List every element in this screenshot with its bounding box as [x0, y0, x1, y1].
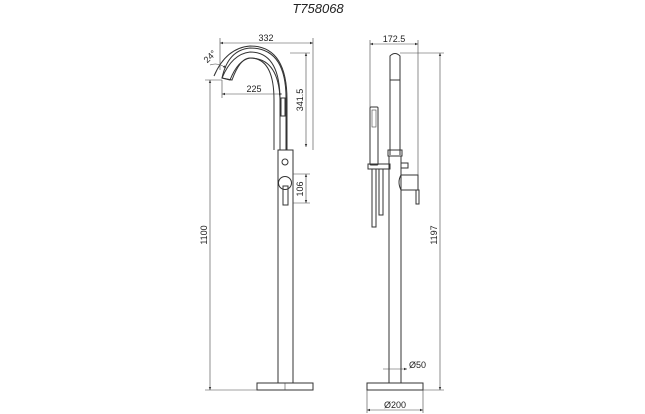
spout [213, 45, 288, 150]
lever-handle [415, 189, 420, 205]
drawing-title: T758068 [292, 1, 344, 16]
dim-width: 332 [258, 33, 273, 43]
dim-lever: 106 [295, 181, 305, 196]
dim-angle: 24° [202, 48, 219, 65]
hose [371, 168, 377, 228]
side-view: 172.5 1197 Ø50 Ø200 [366, 34, 444, 413]
hand-shower [369, 106, 379, 166]
dim-depth: 172.5 [383, 34, 406, 44]
dim-base-diameter: Ø200 [384, 400, 406, 410]
shower-clip [280, 97, 286, 117]
dim-total-height: 1100 [199, 225, 209, 244]
front-view: 332 24° 225 341.5 106 1100 [199, 33, 314, 391]
lever-hub [398, 174, 419, 191]
lever-handle [282, 185, 289, 206]
dim-total-height-side: 1197 [429, 225, 439, 244]
lever-hub [278, 176, 292, 190]
base-plate [366, 382, 424, 391]
diverter-knob [281, 158, 289, 166]
dim-spout-height: 341.5 [295, 89, 305, 112]
body-column [388, 155, 402, 384]
dim-pipe-diameter: Ø50 [409, 360, 426, 370]
dim-reach: 225 [246, 84, 261, 94]
diverter-knob [400, 162, 409, 169]
shower-pipe [389, 53, 401, 155]
